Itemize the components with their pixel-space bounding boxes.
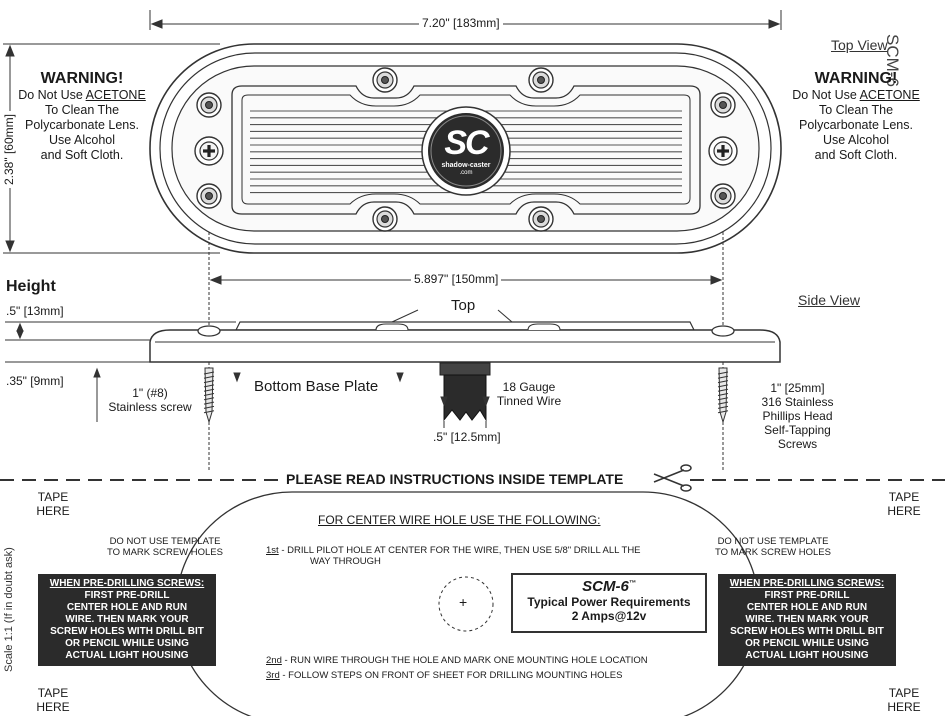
left-screw-label: 1" (#8)Stainless screw — [108, 386, 192, 414]
base-height-label: .35" [9mm] — [6, 374, 64, 388]
step-3: 3rd - FOLLOW STEPS ON FRONT OF SHEET FOR… — [266, 670, 623, 681]
predrill-note-right: WHEN PRE-DRILLING SCREWS: FIRST PRE-DRIL… — [718, 574, 896, 666]
center-mark: + — [459, 594, 468, 610]
width-dimension-line — [3, 43, 220, 254]
side-view-housing — [149, 321, 781, 363]
width-dimension: 2.38" [60mm] — [2, 111, 16, 188]
predrill-note-left: WHEN PRE-DRILLING SCREWS: FIRST PRE-DRIL… — [38, 574, 216, 666]
center-hole-heading: FOR CENTER WIRE HOLE USE THE FOLLOWING: — [318, 513, 601, 527]
top-height-label: .5" [13mm] — [6, 304, 64, 318]
model-name: SCM-6 — [582, 578, 629, 595]
top-view-label: Top View — [831, 37, 888, 53]
warning-text: Do Not Use ACETONE To Clean The Polycarb… — [18, 88, 146, 162]
side-label-arrows — [233, 309, 513, 428]
side-view-screws — [203, 367, 729, 424]
step-1-continued: WAY THROUGH — [310, 556, 381, 567]
instruction-banner: PLEASE READ INSTRUCTIONS INSIDE TEMPLATE — [286, 471, 624, 487]
bottom-plate-label: Bottom Base Plate — [254, 378, 379, 395]
warning-title: WARNING! — [40, 70, 124, 87]
scissors-icon — [653, 464, 692, 492]
wire-grommet — [439, 362, 491, 422]
warning-right: WARNING! Do Not Use ACETONE To Clean The… — [786, 70, 926, 163]
wire-length-label: .5" [12.5mm] — [433, 430, 501, 444]
logo-badge — [421, 106, 511, 196]
logo-brand: shadow-caster — [441, 162, 491, 169]
warning-left: WARNING! Do Not Use ACETONE To Clean The… — [12, 70, 152, 163]
logo-sub: .com — [459, 170, 473, 176]
right-screw-label: 1" [25mm] 316 Stainless Phillips Head Se… — [761, 381, 834, 451]
power-line-2: 2 Amps@12v — [571, 609, 647, 623]
scale-note: Scale 1:1 (If in doubt ask) — [3, 547, 15, 672]
warning-title: WARNING! — [814, 70, 898, 87]
length-dimension: 7.20" [183mm] — [419, 16, 503, 30]
step-2: 2nd - RUN WIRE THROUGH THE HOLE AND MARK… — [266, 655, 648, 666]
trademark: ™ — [628, 580, 636, 587]
warning-text: Do Not Use ACETONE To Clean The Polycarb… — [792, 88, 920, 162]
hole-spacing-label: 5.897" [150mm] — [411, 272, 502, 286]
model-box: SCM-6™ Typical Power Requirements 2 Amps… — [512, 578, 706, 623]
height-dimensions — [5, 321, 236, 422]
step-1: 1st - DRILL PILOT HOLE AT CENTER FOR THE… — [266, 545, 641, 556]
logo-letters: SC — [444, 124, 489, 162]
power-line-1: Typical Power Requirements — [527, 595, 691, 609]
top-label: Top — [451, 297, 476, 314]
side-view-label: Side View — [798, 292, 861, 308]
height-title: Height — [6, 278, 56, 295]
